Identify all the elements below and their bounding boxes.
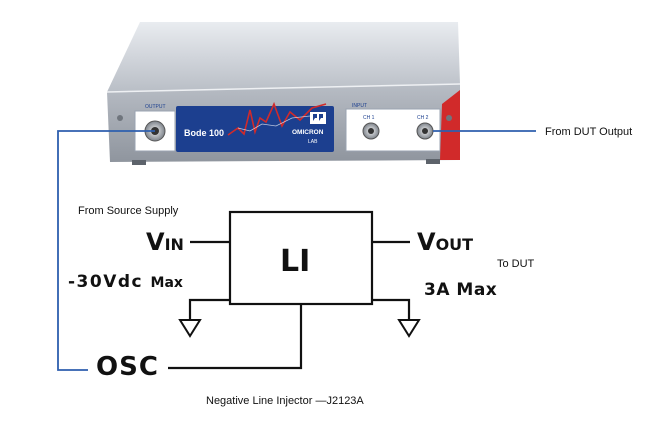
- instrument-foot-left: [132, 160, 146, 165]
- vin-max-label: -30Vdc Max: [68, 272, 183, 292]
- vout-label: VOUT: [417, 228, 473, 256]
- omicron-logo-icon: [310, 112, 326, 124]
- from-source-supply-label: From Source Supply: [78, 205, 179, 217]
- vin-max-suffix: Max: [150, 275, 183, 291]
- vin-main-text: V: [146, 228, 165, 256]
- vout-max-label: 3A Max: [424, 280, 498, 300]
- ch2-label: CH 2: [417, 115, 429, 121]
- to-dut-label: To DUT: [497, 258, 535, 270]
- caption-label: Negative Line Injector —J2123A: [206, 395, 364, 407]
- brand-name: OMICRON: [292, 129, 324, 136]
- screw-right: [446, 115, 452, 121]
- vin-max-value: -30Vdc: [68, 272, 144, 292]
- brand-sub: LAB: [308, 139, 318, 145]
- osc-label: OSC: [96, 352, 159, 382]
- vout-subscript: OUT: [435, 235, 474, 254]
- output-port-label: OUTPUT: [145, 104, 166, 110]
- red-corner-accent: [440, 90, 460, 160]
- waveform-graphic: [227, 101, 327, 136]
- ch1-bnc-connector: [362, 122, 380, 140]
- ground-symbol-right: [372, 298, 421, 338]
- ground-symbol-left: [178, 298, 230, 338]
- vin-label: VIN: [146, 228, 184, 256]
- output-to-osc-wire: [57, 130, 155, 371]
- bode-100-instrument: OUTPUT INPUT CH 1 CH 2 Bode 100 OMICRON …: [106, 22, 461, 165]
- ch1-label: CH 1: [363, 115, 375, 121]
- injector-block-label: LI: [280, 244, 311, 279]
- screw-left: [117, 115, 123, 121]
- model-name: Bode 100: [184, 128, 224, 138]
- instrument-foot-right: [426, 159, 440, 164]
- vin-subscript: IN: [164, 235, 184, 254]
- from-dut-output-label: From DUT Output: [545, 126, 633, 138]
- ch2-bnc-connector: [416, 122, 434, 140]
- instrument-top-surface: [107, 22, 460, 92]
- osc-injection-lead: [168, 304, 303, 370]
- input-port-label: INPUT: [352, 103, 367, 109]
- vout-main-text: V: [417, 228, 436, 256]
- line-injector-block: [228, 210, 374, 306]
